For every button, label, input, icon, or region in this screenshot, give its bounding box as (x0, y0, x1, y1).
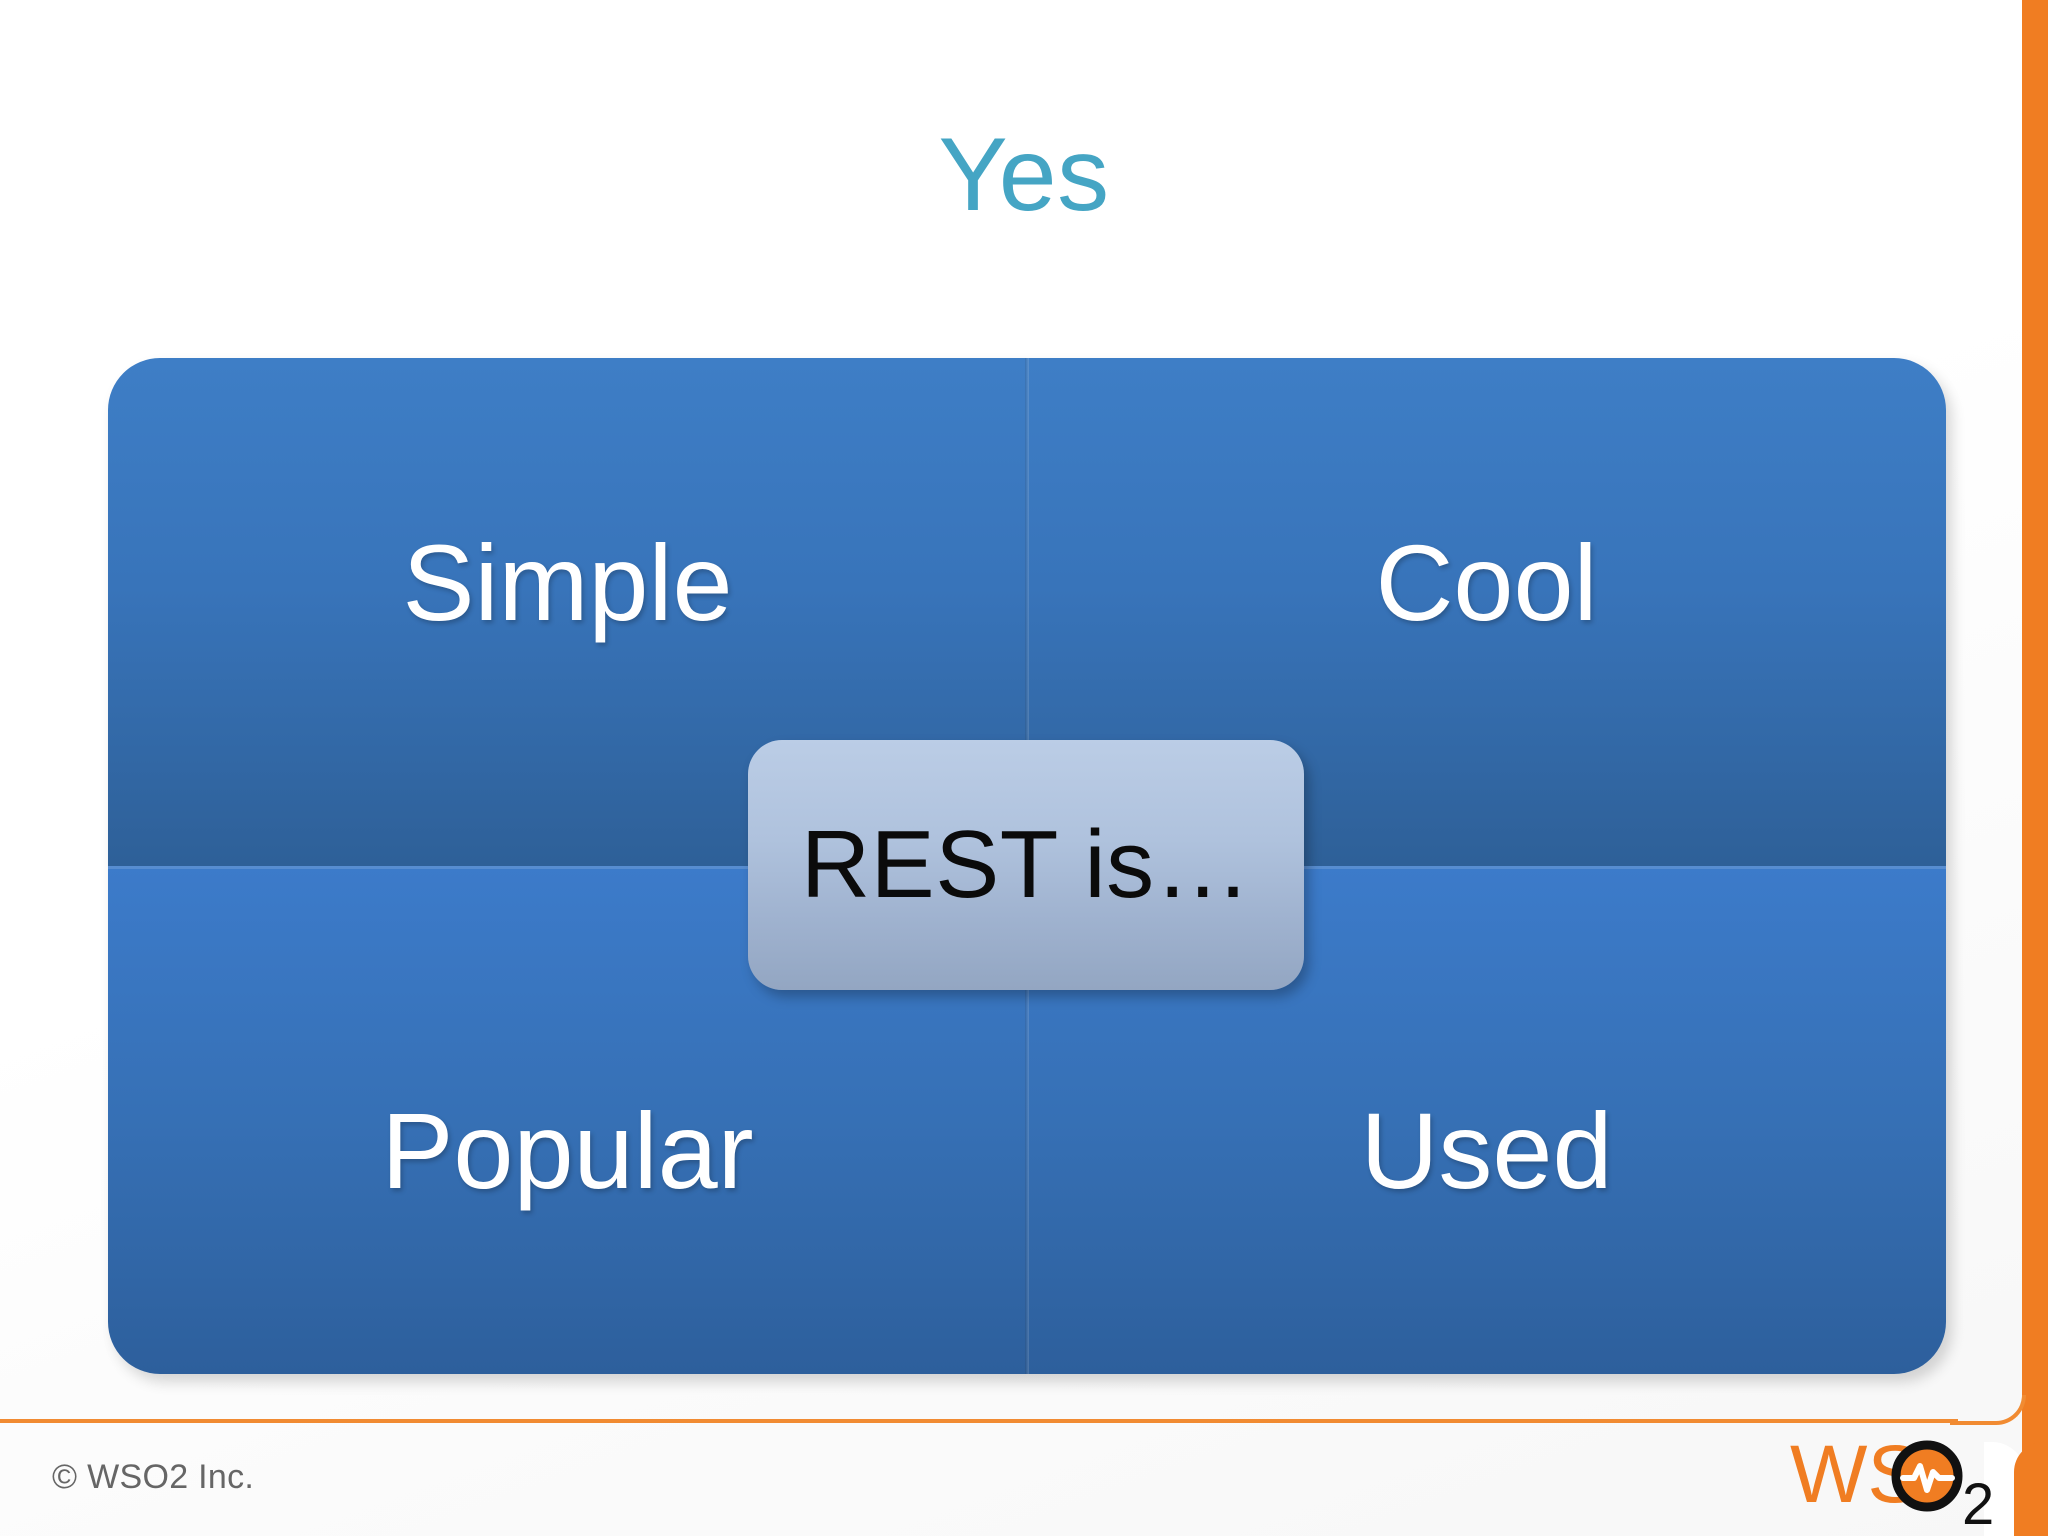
quadrant-bottom-right[interactable]: Used (1027, 866, 1946, 1374)
footer-divider-rule (0, 1419, 1958, 1423)
footer-divider-curve (1950, 1395, 2026, 1425)
quadrant-top-right-label: Cool (1375, 521, 1598, 643)
quadrant-top-left-label: Simple (402, 521, 733, 643)
quadrant-top-left[interactable]: Simple (108, 358, 1027, 866)
slide-title: Yes (938, 117, 1110, 233)
center-callout-box[interactable]: REST is… (748, 740, 1304, 990)
center-callout-label: REST is… (800, 811, 1252, 918)
wso2-logo-subscript: 2 (1962, 1472, 1994, 1528)
quadrant-bottom-left-label: Popular (381, 1089, 754, 1211)
wso2-logo-circle-icon (1891, 1440, 1963, 1512)
quadrant-bottom-right-label: Used (1360, 1089, 1613, 1211)
right-accent-bar (2022, 0, 2048, 1536)
quadrant-bottom-left[interactable]: Popular (108, 866, 1027, 1374)
copyright-text: © WSO2 Inc. (52, 1458, 255, 1496)
accent-bar-notch-inner (2014, 1442, 2048, 1536)
quadrant-top-right[interactable]: Cool (1027, 358, 1946, 866)
wso2-logo-svg: WS 2 (1790, 1429, 1994, 1536)
vertical-divider-top (1025, 358, 1029, 866)
wso2-logo: WS 2 (1790, 1429, 2010, 1536)
wso2-logo-pulse-icon (1900, 1463, 1955, 1493)
vertical-divider-bottom (1025, 866, 1029, 1374)
